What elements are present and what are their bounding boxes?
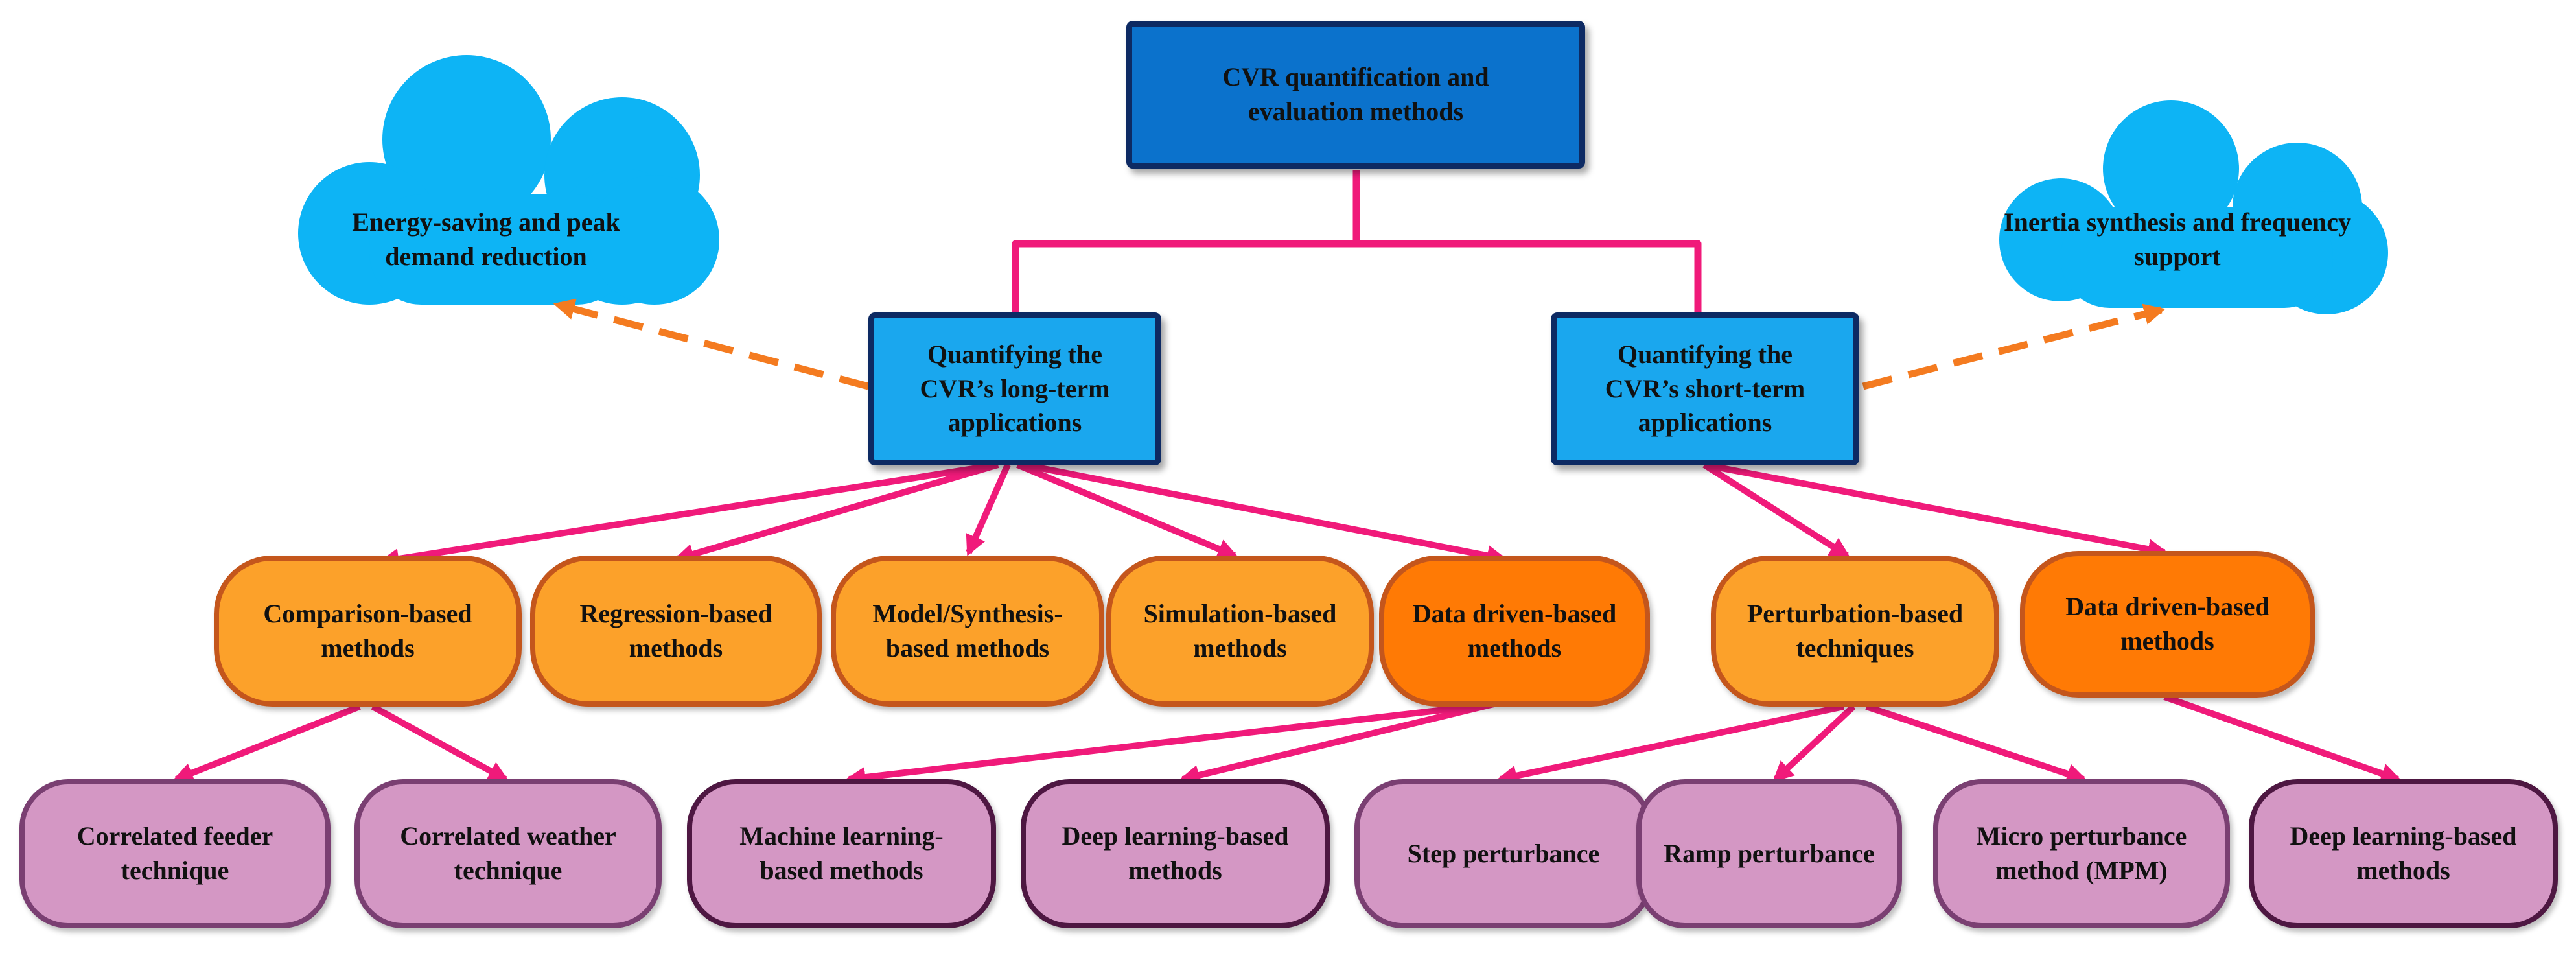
technique-line2: methods — [2356, 856, 2450, 885]
cloud-left-shape — [298, 55, 719, 305]
root-line1: CVR quantification and — [1222, 62, 1489, 92]
cloud-left-line2: demand reduction — [385, 242, 587, 271]
root-connector — [1012, 170, 1702, 314]
cloud-label-inertia-synthesis: Inertia synthesis and frequency support — [1996, 194, 2359, 285]
cloud-right-line1: Inertia synthesis and — [2004, 207, 2234, 237]
method-model-synthesis-based: Model/Synthesis- based methods — [831, 556, 1104, 707]
technique-correlated-weather: Correlated weather technique — [354, 779, 662, 928]
method-line1: Perturbation-based — [1746, 598, 1964, 628]
method-data-driven-based-short: Data driven-based methods — [2020, 551, 2315, 698]
short-term-line1: Quantifying the — [1617, 339, 1793, 369]
method-line2: techniques — [1796, 633, 1914, 663]
technique-line2: technique — [121, 856, 229, 885]
cloud-right-shape — [1999, 100, 2388, 314]
method-line2: methods — [629, 633, 723, 663]
dashed-arrow-left — [553, 298, 870, 390]
short-term-line2: CVR’s short-term — [1605, 373, 1805, 403]
technique-micro-perturbance: Micro perturbance method (MPM) — [1933, 779, 2230, 928]
technique-line2: methods — [1128, 856, 1222, 885]
technique-line1: Deep learning-based — [2290, 821, 2517, 851]
technique-deep-learning-based-short: Deep learning-based methods — [2249, 779, 2558, 928]
cloud-label-energy-saving: Energy-saving and peak demand reduction — [305, 194, 667, 285]
method-line1: Data driven-based — [1412, 598, 1617, 628]
cloud-left-line1: Energy-saving and peak — [352, 207, 620, 237]
root-node: CVR quantification and evaluation method… — [1126, 21, 1585, 169]
root-line2: evaluation methods — [1247, 97, 1464, 126]
short-term-line3: applications — [1638, 408, 1772, 438]
long-term-arrows — [378, 462, 1508, 569]
long-term-line2: CVR’s long-term — [920, 373, 1110, 403]
long-term-applications-node: Quantifying the CVR’s long-term applicat… — [868, 312, 1161, 465]
technique-deep-learning-based-long: Deep learning-based methods — [1021, 779, 1330, 928]
long-term-line1: Quantifying the — [927, 339, 1103, 369]
method-arrows — [172, 694, 2402, 788]
method-line2: methods — [2120, 626, 2214, 655]
technique-line1: Correlated weather — [400, 821, 616, 851]
method-line2: methods — [1193, 633, 1287, 663]
cloud-right-line2: frequency support — [2134, 207, 2351, 271]
method-line1: Regression-based — [579, 598, 772, 628]
technique-machine-learning-based: Machine learning- based methods — [687, 779, 996, 928]
technique-line2: technique — [454, 856, 563, 885]
method-line1: Comparison-based — [263, 598, 472, 628]
method-line1: Model/Synthesis- — [872, 598, 1063, 628]
technique-line2: based methods — [760, 856, 923, 885]
dashed-arrow-right — [1862, 303, 2166, 390]
method-perturbation-based: Perturbation-based techniques — [1711, 556, 1999, 707]
method-comparison-based: Comparison-based methods — [214, 556, 522, 707]
method-line2: methods — [321, 633, 415, 663]
technique-line1: Ramp perturbance — [1664, 838, 1875, 868]
long-term-line3: applications — [947, 408, 1082, 438]
method-line1: Simulation-based — [1143, 598, 1337, 628]
method-line2: methods — [1467, 633, 1562, 663]
technique-line2: method (MPM) — [1995, 856, 2168, 885]
technique-line1: Step perturbance — [1407, 838, 1600, 868]
method-regression-based: Regression-based methods — [530, 556, 822, 707]
technique-line1: Correlated feeder — [76, 821, 273, 851]
method-simulation-based: Simulation-based methods — [1106, 556, 1374, 707]
technique-correlated-feeder: Correlated feeder technique — [19, 779, 331, 928]
technique-ramp-perturbance: Ramp perturbance — [1636, 779, 1902, 928]
short-term-arrows — [1702, 462, 2169, 559]
method-line1: Data driven-based — [2065, 592, 2269, 622]
method-data-driven-based-long: Data driven-based methods — [1379, 556, 1650, 707]
technique-step-perturbance: Step perturbance — [1354, 779, 1653, 928]
technique-line1: Micro perturbance — [1976, 821, 2187, 851]
technique-line1: Machine learning- — [739, 821, 944, 851]
short-term-applications-node: Quantifying the CVR’s short-term applica… — [1551, 312, 1859, 465]
method-line2: based methods — [885, 633, 1050, 663]
technique-line1: Deep learning-based — [1062, 821, 1289, 851]
